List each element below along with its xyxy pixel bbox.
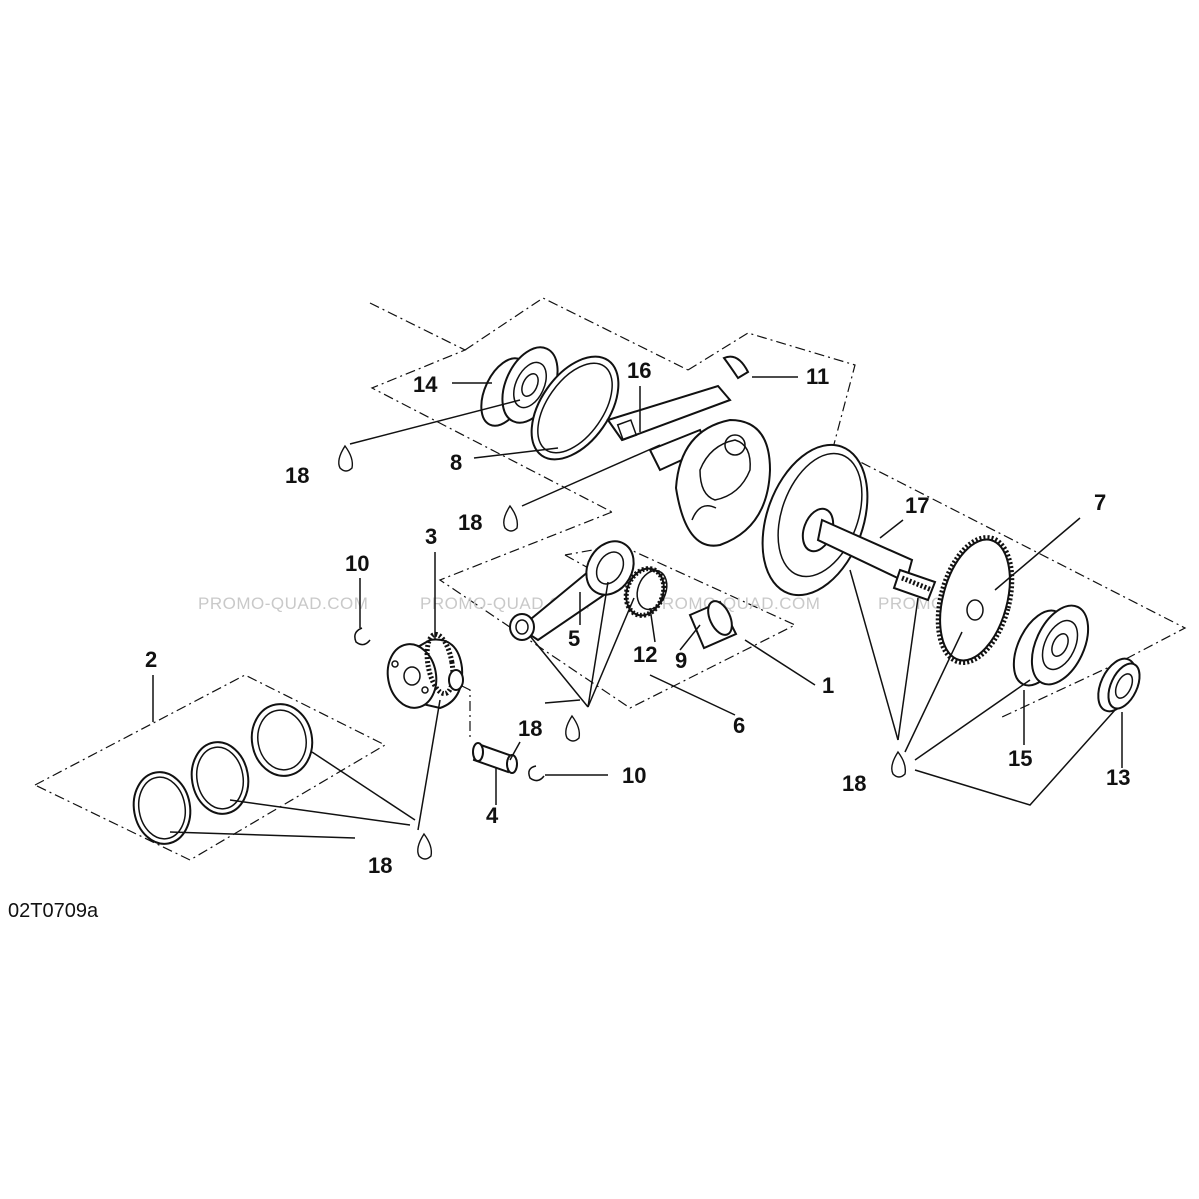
callout-18-top-left: 18 <box>285 463 309 488</box>
watermark-1: PROMO-QUAD.COM <box>198 594 368 613</box>
oil-drop-icon <box>891 750 907 778</box>
woodruff-key <box>722 355 750 380</box>
callout-9: 9 <box>675 648 687 673</box>
oil-drop-icon <box>565 714 581 742</box>
callout-4: 4 <box>486 803 499 828</box>
callout-7: 7 <box>1094 490 1106 515</box>
callout-18-bottom: 18 <box>368 853 392 878</box>
leader-lines <box>152 376 1123 839</box>
circlip-lower <box>528 765 545 782</box>
right-crank-shaft <box>816 518 937 602</box>
callout-11: 11 <box>806 364 829 389</box>
outline-wristpin-bracket <box>461 685 471 740</box>
oil-drop-symbols <box>338 444 907 860</box>
outline-crank-shaft-frame <box>687 332 1187 663</box>
callout-18-center: 18 <box>518 716 542 741</box>
crank-web-left <box>674 418 772 547</box>
oil-drop-icon <box>338 444 354 472</box>
outline-right-group <box>999 661 1121 719</box>
callout-5: 5 <box>568 626 580 651</box>
callout-15: 15 <box>1008 746 1032 771</box>
ball-bearing-right <box>1012 604 1090 687</box>
oil-seal <box>1097 657 1141 713</box>
piston-rings <box>132 703 314 845</box>
callout-10-lower: 10 <box>622 763 646 788</box>
outline-upper-bearing-group <box>369 302 613 513</box>
needle-bearing <box>623 566 668 618</box>
callout-16: 16 <box>627 358 651 383</box>
callout-2: 2 <box>145 647 157 672</box>
callout-18-right: 18 <box>842 771 866 796</box>
figure-code: 02T0709a <box>8 900 99 922</box>
crank-pin <box>688 600 738 650</box>
outline-upper-bearing-group-top <box>464 297 689 371</box>
oil-drop-icon <box>417 832 433 860</box>
circlip-upper <box>354 627 371 646</box>
thrust-washer <box>530 355 620 461</box>
callout-8: 8 <box>450 450 462 475</box>
callout-10-upper: 10 <box>345 551 369 576</box>
callout-17: 17 <box>905 493 929 518</box>
callout-6: 6 <box>733 713 745 738</box>
callout-3: 3 <box>425 524 437 549</box>
oil-drop-icon <box>503 504 519 532</box>
callout-12: 12 <box>633 642 657 667</box>
callout-14: 14 <box>413 372 438 397</box>
callout-13: 13 <box>1106 765 1130 790</box>
callouts: 14 16 11 18 8 18 17 7 3 10 5 12 9 2 1 6 … <box>145 358 1130 878</box>
piston <box>386 631 464 710</box>
connecting-rod <box>509 540 635 642</box>
callout-18-upper-mid: 18 <box>458 510 482 535</box>
drive-sprocket <box>935 535 1015 665</box>
watermark-3: PROMO-QUAD.COM <box>650 594 820 613</box>
callout-1: 1 <box>822 673 834 698</box>
